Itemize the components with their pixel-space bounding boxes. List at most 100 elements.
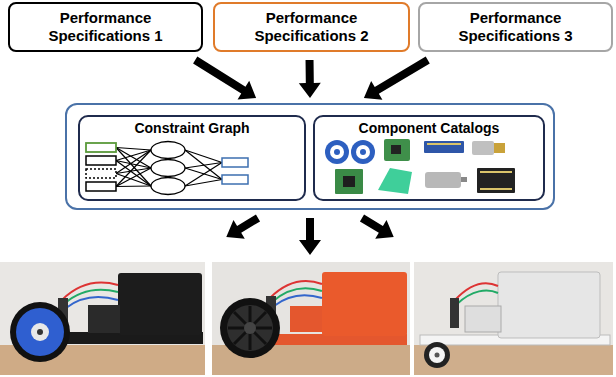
graph-line	[185, 180, 222, 187]
graph-ellipse	[151, 142, 185, 159]
wheel-thumb	[356, 145, 370, 159]
wheel-thumb	[360, 149, 366, 155]
robot-photo	[10, 302, 70, 362]
robot-photo	[424, 342, 450, 368]
robot-photo	[457, 291, 498, 304]
board-thumb	[424, 141, 464, 153]
board-thumb	[477, 168, 515, 193]
graph-ellipse	[151, 178, 185, 195]
graph-ellipse	[151, 160, 185, 177]
robot-photo	[88, 305, 120, 333]
input-rect	[86, 169, 116, 178]
board-thumb	[480, 188, 512, 190]
wheel-thumb	[330, 145, 344, 159]
board-thumb	[427, 143, 461, 145]
board-thumb	[335, 169, 363, 194]
motor-thumb	[494, 143, 505, 153]
board-thumb	[480, 171, 512, 173]
output-rect	[222, 158, 248, 167]
graph-line	[116, 185, 151, 187]
robot-photo	[450, 298, 459, 328]
graph-line	[185, 150, 222, 163]
enclosure-thumb	[378, 168, 412, 194]
graph-line	[116, 148, 151, 187]
board-thumb	[477, 168, 515, 193]
robot-photo	[414, 262, 613, 375]
wheel-thumb	[334, 149, 340, 155]
input-arrow	[364, 57, 430, 100]
robot-photo	[212, 262, 410, 375]
graph-line	[185, 163, 222, 187]
graph-line	[116, 150, 151, 187]
output-rect	[222, 175, 248, 184]
robot-photo	[322, 272, 407, 336]
catalog-box: Component Catalogs	[313, 115, 545, 201]
graph-line	[185, 163, 222, 169]
robot-photo	[220, 298, 280, 358]
board-thumb	[384, 139, 410, 161]
robot-photo	[227, 305, 273, 351]
motor-thumb	[425, 172, 461, 188]
graph-line	[116, 148, 151, 151]
robot-photo	[234, 312, 266, 344]
wheel-thumb	[325, 140, 349, 164]
motor-thumb	[472, 141, 494, 155]
robot-photo	[66, 297, 118, 308]
robot-photo	[274, 295, 322, 306]
motor-thumb	[461, 177, 467, 182]
output-arrow	[299, 218, 321, 255]
graph-line	[185, 150, 222, 180]
robot-photo	[234, 312, 266, 344]
graph-sketch	[86, 142, 248, 195]
board-thumb	[391, 145, 401, 154]
output-arrow	[221, 209, 400, 255]
wheel-thumb	[351, 140, 375, 164]
catalog-thumbnails	[325, 139, 515, 194]
input-rect	[86, 182, 116, 191]
spec-box: Performance Specifications 3	[418, 2, 613, 52]
robot-photo	[31, 323, 49, 341]
tool-box: Constraint Graph Component Catalogs	[65, 103, 555, 210]
motor-thumb	[425, 172, 467, 188]
spec-box: Performance Specifications 1	[8, 2, 203, 52]
motor-thumb	[472, 141, 505, 155]
board-thumb	[384, 139, 410, 161]
input-rect	[86, 156, 116, 165]
robot-photo	[435, 353, 440, 358]
graph-line	[116, 168, 151, 187]
output-arrow	[221, 209, 264, 247]
spec-box: Performance Specifications 2	[213, 2, 410, 52]
robot-photo	[16, 308, 64, 356]
robot-photo	[37, 329, 43, 335]
spec-label: Performance Specifications 1	[26, 9, 186, 45]
robot-photo	[429, 347, 445, 363]
robot-photo	[0, 262, 205, 375]
robot-photo	[290, 306, 322, 332]
board-thumb	[424, 141, 464, 153]
robot-photo	[0, 262, 205, 375]
robot-photo	[465, 306, 501, 332]
input-arrow	[193, 57, 256, 100]
spec-label: Performance Specifications 3	[436, 9, 596, 45]
box-title: Constraint Graph	[134, 120, 249, 137]
robot-photo	[498, 272, 600, 338]
box-title: Component Catalogs	[359, 120, 500, 137]
output-arrow	[356, 209, 399, 247]
wheel-thumb	[325, 140, 375, 164]
spec-label: Performance Specifications 2	[232, 9, 392, 45]
robot-photo	[212, 262, 410, 375]
input-rect	[86, 143, 116, 152]
board-thumb	[343, 176, 355, 187]
input-arrow	[299, 60, 321, 98]
robot-photo	[414, 262, 613, 375]
robot-photo	[244, 322, 256, 334]
graph-line	[116, 150, 151, 174]
board-thumb	[335, 169, 363, 194]
graph-box: Constraint Graph	[78, 115, 306, 201]
graph-line	[116, 161, 151, 187]
robot-photo	[118, 273, 202, 335]
robot-photo	[228, 306, 272, 350]
